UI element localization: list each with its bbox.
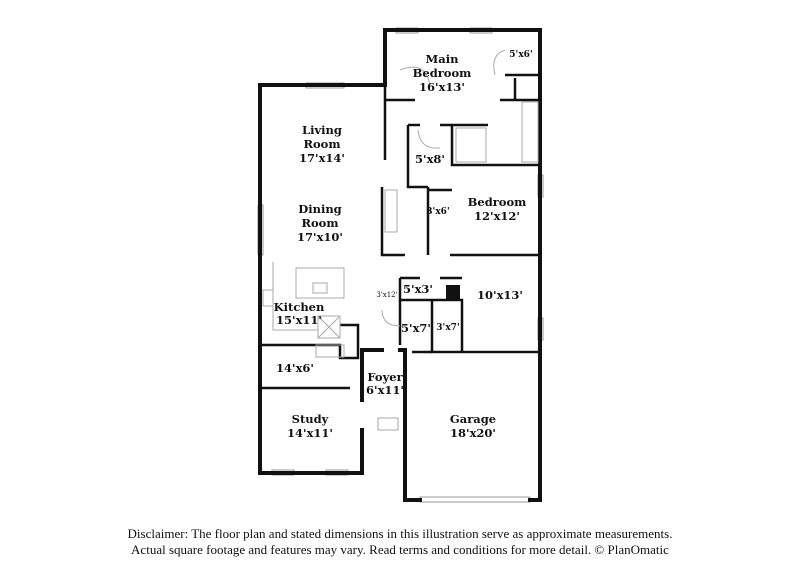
dining-room-label-2: Room <box>301 216 338 230</box>
stove <box>262 289 274 307</box>
pantry <box>317 315 341 339</box>
exterior-walls <box>258 28 542 502</box>
laundry-sink <box>315 344 345 358</box>
study-dims: 14'x11' <box>287 426 333 440</box>
bedroom-dims: 12'x12' <box>474 209 520 223</box>
hall-3x12-dims: 3'x12' <box>376 291 397 299</box>
bath-5x7-dims: 5'x7' <box>401 321 431 335</box>
disclaimer-line-2: Actual square footage and features may v… <box>131 542 669 557</box>
main-bedroom-label-2: Bedroom <box>413 66 472 80</box>
bedroom-label: Bedroom <box>468 195 527 209</box>
disclaimer: Disclaimer: The floor plan and stated di… <box>0 526 800 558</box>
hall-5x8-dims: 5'x8' <box>415 152 445 166</box>
kitchen-label: Kitchen <box>274 300 325 314</box>
interior-walls <box>260 73 540 390</box>
bedroom-10x13-dims: 10'x13' <box>477 288 523 302</box>
garage-label: Garage <box>450 412 496 426</box>
vanity <box>521 101 539 163</box>
garage-dims: 18'x20' <box>450 426 496 440</box>
dining-room-dims: 17'x10' <box>297 230 343 244</box>
fixtures <box>262 49 539 431</box>
foyer-dims: 6'x11' <box>366 383 404 397</box>
kitchen-sink <box>312 282 328 294</box>
closet-5x3-dims: 5'x3' <box>403 282 433 296</box>
shower <box>455 127 487 163</box>
study-label: Study <box>292 412 329 426</box>
bathtub <box>384 189 398 233</box>
kitchen-dims: 15'x11' <box>276 313 322 327</box>
closet-3x7-dims: 3'x7' <box>436 323 459 333</box>
disclaimer-line-1: Disclaimer: The floor plan and stated di… <box>127 526 673 541</box>
main-bedroom-dims: 16'x13' <box>419 80 465 94</box>
bath-3x6-dims: 3'x6' <box>426 207 449 217</box>
living-room-label: Living <box>302 123 342 137</box>
main-closet-dims: 5'x6' <box>509 50 532 60</box>
room-labels: Main Bedroom 16'x13' 5'x6' Living Room 1… <box>274 50 533 440</box>
dining-room-label: Dining <box>298 202 341 216</box>
living-room-label-2: Room <box>303 137 340 151</box>
entry <box>377 417 399 431</box>
kitchen-island <box>295 267 345 299</box>
living-room-dims: 17'x14' <box>299 151 345 165</box>
laundry-dims: 14'x6' <box>276 361 314 375</box>
main-bedroom-label: Main <box>426 52 460 66</box>
foyer-label: Foyer <box>367 370 403 384</box>
water-heater <box>446 285 460 299</box>
